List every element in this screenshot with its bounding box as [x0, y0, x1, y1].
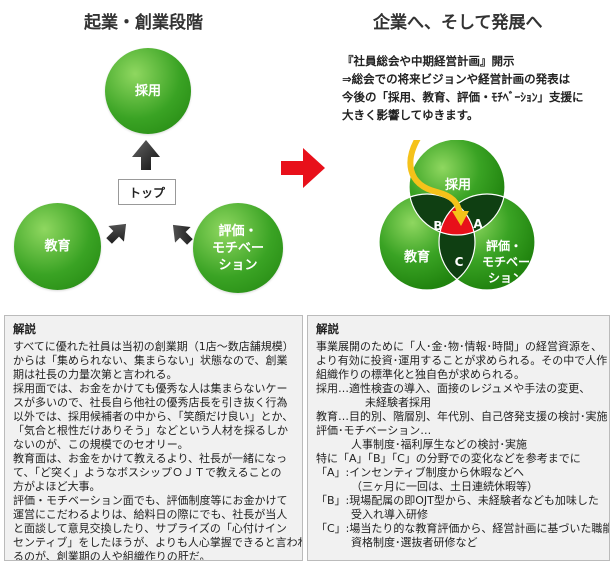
explanation-line: 「B」:現場配属の即OJT型から、未経験者なども加味した	[316, 494, 599, 507]
eval-line-3: ション	[218, 257, 258, 273]
eval-line-1: 評価・	[218, 223, 258, 239]
left-circle-recruit: 採用	[105, 48, 191, 134]
explanation-line: 期は社長の力量次第と言われる。	[13, 368, 178, 381]
explanation-line: 未経験者採用	[316, 396, 431, 409]
explanation-line: 評価・モチベーション面でも、評価制度等にお金かけて	[13, 494, 288, 507]
explanation-line: ないのが、この規模でのセオリー。	[13, 438, 189, 451]
explanation-line: 「気合と根性だけありそう」などという人材を採るしか	[13, 424, 288, 437]
explanation-line: からは「集められない、集まらない」状態なので、創業	[13, 354, 288, 367]
eval-line-2: モチベー	[211, 240, 264, 256]
explanation-line: 事業展開のために「人･金･物･情報･時間」の経営資源を、	[316, 340, 602, 353]
explanation-line: 組織作りの標準化と独自色が求められる。	[316, 368, 525, 381]
venn-label-recruit: 採用	[445, 177, 471, 193]
left-circle-education: 教育	[14, 203, 101, 290]
left-panel-body: すべてに優れた社員は当初の創業期（1店～数店舗規模）からは「集められない、集まら…	[13, 340, 303, 561]
explanation-line: スが多いので、社長自ら他社の優秀店長を引き抜く行為	[13, 396, 288, 409]
top-box: トップ	[118, 179, 176, 205]
right-panel-body: 事業展開のために「人･金･物･情報･時間」の経営資源を、より有効に投資･運用する…	[316, 340, 610, 550]
explanation-line: （三ヶ月に一回は、土日連続休暇等）	[316, 480, 538, 493]
explanation-line: 「C」:場当たり的な教育評価から、経営計画に基づいた職能	[316, 522, 610, 535]
right-explanation-panel: 解説 事業展開のために「人･金･物･情報･時間」の経営資源を、より有効に投資･運…	[307, 315, 610, 561]
explanation-line: すべてに優れた社員は当初の創業期（1店～数店舗規模）	[13, 340, 294, 353]
announcement-line: ⇒総会での将来ビジョンや経営計画の発表は	[342, 72, 571, 86]
title-startup-stage: 起業・創業段階	[84, 13, 203, 33]
explanation-line: 運営にこだわるよりは、給料日の際にでも、社長が当人	[13, 508, 288, 521]
announcement-line: 大きく影響してゆきます。	[342, 108, 479, 122]
venn-letter-c: C	[455, 255, 464, 269]
red-arrow-icon	[281, 148, 325, 188]
left-circle-evaluation: 評価・ モチベー ション	[193, 203, 283, 293]
announcement-line: 『社員総会や中期経営計画』開示	[342, 54, 515, 68]
explanation-line: と面談して意見交換したり、サプライズの「心付けイン	[13, 522, 287, 535]
left-panel-heading: 解説	[13, 322, 36, 336]
venn-letter-a: A	[473, 217, 483, 231]
left-diagram-arrows	[106, 140, 193, 245]
explanation-line: 「A」:インセンティブ制度から休暇などへ	[316, 466, 525, 479]
explanation-line: て、「ど突く」ようなボスシップＯＪＴで教えることの	[13, 466, 282, 479]
arrow-up-icon	[132, 140, 160, 170]
explanation-line: 評価･モチベーション…	[316, 424, 432, 437]
explanation-line: 教育…目的別、階層別、年代別、自己啓発支援の検討･実施	[316, 410, 608, 423]
left-explanation-panel: 解説 すべてに優れた社員は当初の創業期（1店～数店舗規模）からは「集められない、…	[4, 315, 303, 561]
explanation-line: 採用面では、お金をかけても優秀な人は集まらないケー	[13, 382, 288, 395]
venn-label-eval-1: 評価・	[486, 238, 522, 253]
venn-letter-b: B	[433, 219, 442, 233]
explanation-line: 方がよほど大事。	[13, 480, 101, 493]
announcement-text: 『社員総会や中期経営計画』開示 ⇒総会での将来ビジョンや経営計画の発表は 今後の…	[342, 52, 612, 124]
explanation-line: 採用…適性検査の導入、面接のレジュメや手法の変更、	[316, 382, 591, 395]
yellow-curved-arrow-icon	[407, 140, 463, 217]
explanation-line: 資格制度･選抜者研修など	[316, 536, 478, 549]
arrow-down-right-icon	[172, 224, 193, 245]
explanation-line: るのが、創業期の人や組織作りの肝だ。	[13, 550, 211, 561]
explanation-line: 受入れ導入研修	[316, 508, 428, 521]
title-growth-stage: 企業へ、そして発展へ	[373, 13, 543, 33]
explanation-line: 人事制度･福利厚生などの検討･実施	[316, 438, 527, 451]
venn-label-eval-2: モチベー	[482, 255, 530, 269]
explanation-line: 特に「A」「B」「C」の分野での変化などを参考までに	[316, 452, 581, 465]
explanation-line: より有効に投資･運用することが求められる。その中で人作り、	[316, 354, 610, 367]
venn-label-education: 教育	[403, 249, 430, 265]
arrow-down-left-icon	[106, 223, 127, 244]
venn-diagram: 採用 教育 評価・ モチベー ション A B C	[378, 140, 536, 291]
announcement-line: 今後の「採用、教育、評価・ﾓﾁﾍﾞｰｼｮﾝ」支援に	[342, 90, 584, 104]
right-panel-heading: 解説	[316, 322, 339, 336]
explanation-line: センティブ」をしたほうが、よりも人心掌握できると言われ	[13, 536, 303, 549]
explanation-line: 教育面は、お金をかけて教えるより、社長が一緒になっ	[13, 452, 288, 465]
venn-label-eval-3: ション	[488, 271, 524, 285]
explanation-line: 以外では、採用候補者の中から、「笑顔だけ良い」とか、	[13, 410, 294, 423]
